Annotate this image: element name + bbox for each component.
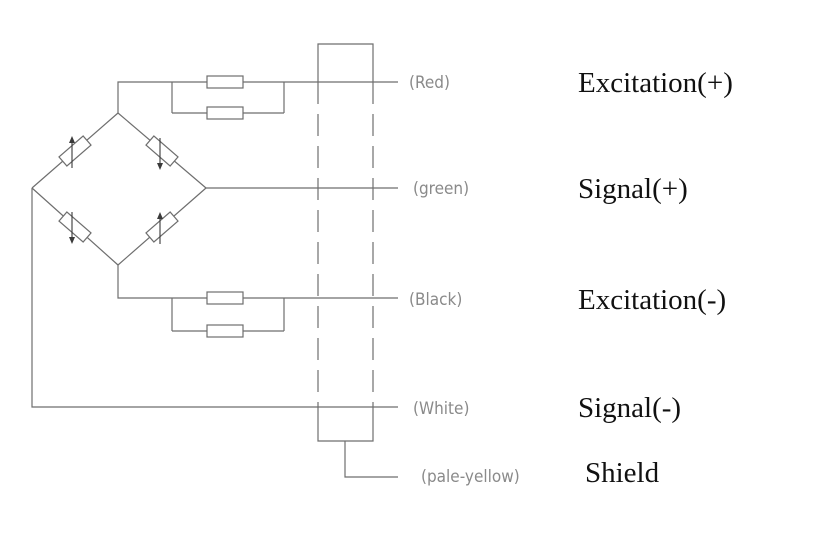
compensation-resistor bbox=[206, 291, 244, 305]
compensation-resistor bbox=[206, 75, 244, 89]
function-label-excitation-negative: Excitation(-) bbox=[578, 284, 726, 316]
arrow-down-icon bbox=[69, 212, 75, 244]
excitation-positive-path bbox=[117, 75, 398, 120]
wire-color-label-white: (White) bbox=[413, 399, 469, 419]
arrow-down-icon bbox=[157, 138, 163, 170]
strain-gauge-top-left bbox=[58, 135, 92, 167]
arrow-up-icon bbox=[69, 136, 75, 168]
wire-color-label-black: (Black) bbox=[409, 290, 462, 310]
wire-color-label-pale-yellow: (pale-yellow) bbox=[421, 467, 520, 487]
function-label-excitation-positive: Excitation(+) bbox=[578, 67, 733, 99]
shield-wire bbox=[344, 441, 398, 478]
excitation-negative-path bbox=[117, 265, 398, 338]
wire-color-label-green: (green) bbox=[413, 179, 469, 199]
arrow-up-icon bbox=[157, 212, 163, 244]
compensation-resistor bbox=[206, 106, 244, 120]
cable-sheath bbox=[317, 43, 374, 442]
wheatstone-bridge bbox=[31, 112, 207, 266]
compensation-resistor bbox=[206, 324, 244, 338]
signal-negative-wire bbox=[31, 188, 398, 408]
strain-gauge-top-right bbox=[145, 135, 179, 167]
function-label-signal-positive: Signal(+) bbox=[578, 173, 688, 205]
function-label-signal-negative: Signal(-) bbox=[578, 392, 681, 424]
wire-color-label-red: (Red) bbox=[409, 73, 450, 93]
strain-gauge-bottom-right bbox=[145, 211, 179, 243]
strain-gauge-bottom-left bbox=[58, 211, 92, 243]
function-label-shield: Shield bbox=[585, 457, 660, 489]
